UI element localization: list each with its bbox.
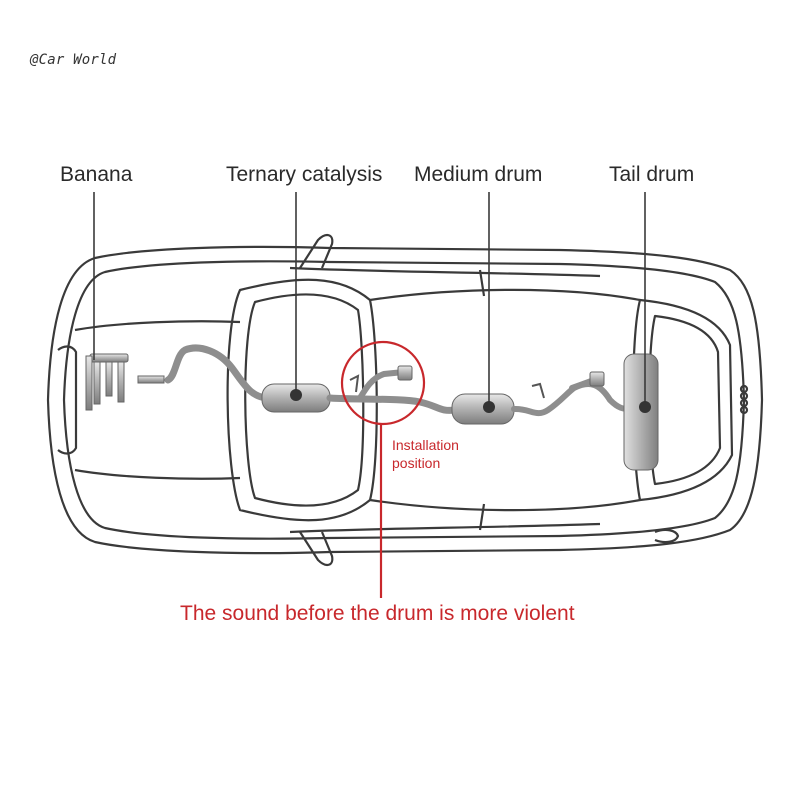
dump-bracket: [349, 374, 360, 393]
installation-line2: position: [392, 455, 441, 471]
installation-circle: [340, 340, 426, 426]
rear-valve: [589, 371, 605, 387]
label-ternary-catalysis: Ternary catalysis: [226, 163, 383, 186]
label-tail-drum: Tail drum: [609, 163, 695, 186]
installation-highlight: [340, 340, 426, 598]
engine-manifold: [85, 353, 129, 411]
callout-lines: [93, 192, 651, 413]
installation-position-label: Installation position: [392, 436, 459, 472]
marker-tail: [639, 401, 651, 413]
label-medium-drum: Medium drum: [414, 163, 543, 186]
exhaust-system: [85, 344, 659, 471]
marker-ternary: [290, 389, 302, 401]
medium-drum-body: [451, 393, 515, 425]
dump-pipe: [357, 369, 407, 401]
front-pipe-stub: [137, 375, 165, 384]
marker-medium: [483, 401, 495, 413]
installation-line1: Installation: [392, 437, 459, 453]
front-pipe: [164, 344, 270, 402]
car-outline: [46, 234, 764, 566]
label-banana: Banana: [60, 163, 133, 186]
caption: The sound before the drum is more violen…: [180, 602, 575, 625]
tail-drum-body: [623, 353, 659, 471]
watermark: @Car World: [30, 52, 117, 68]
dump-valve: [397, 365, 413, 381]
